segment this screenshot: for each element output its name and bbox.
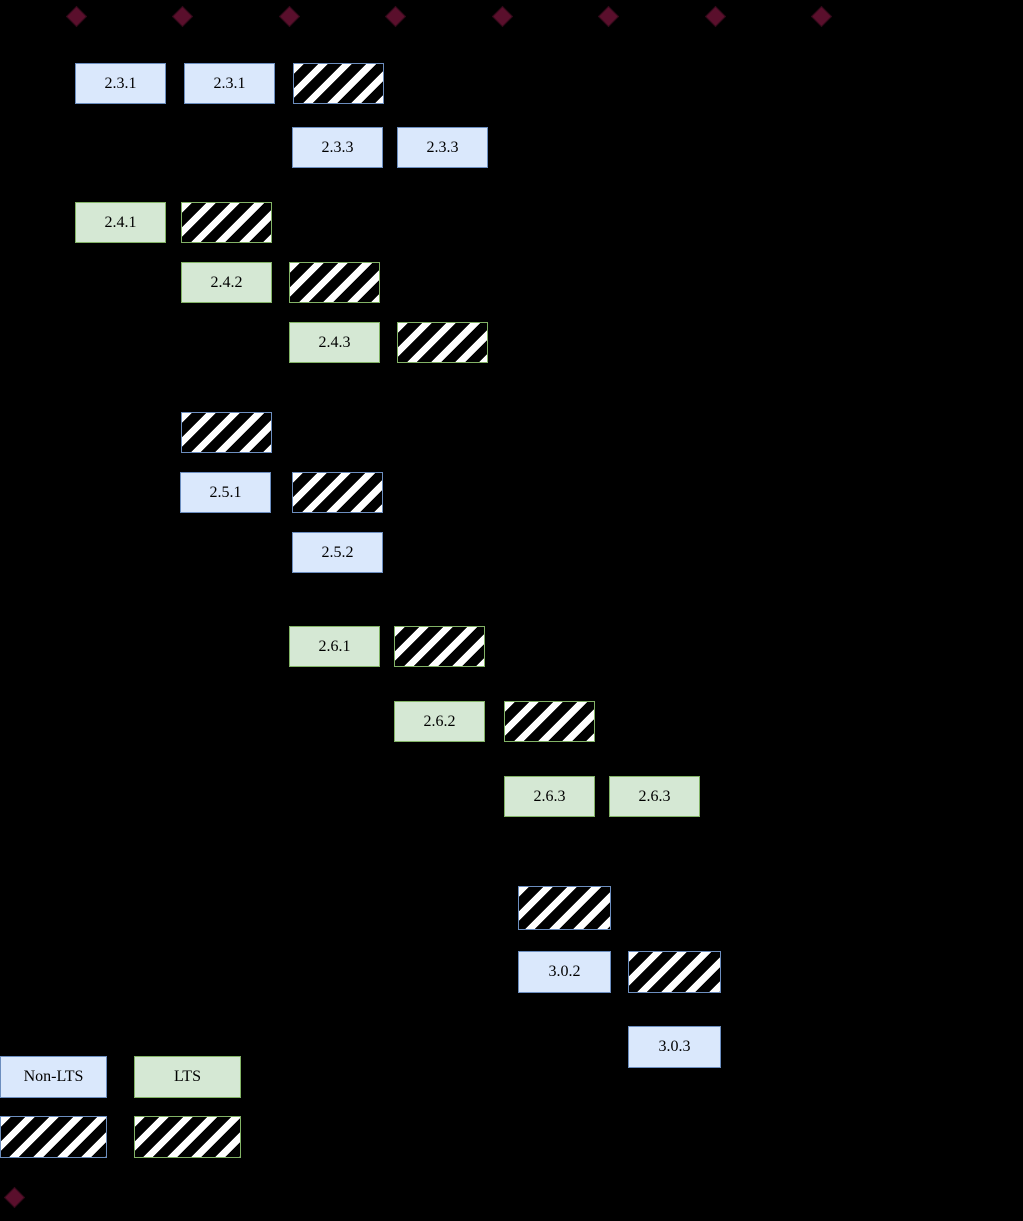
version-bar-3-0-2: 3.0.2 (518, 951, 611, 993)
version-bar-2-3-1: 2.3.1 (184, 63, 275, 104)
version-bar-2-3-3: 2.3.3 (397, 127, 488, 168)
version-label: 2.3.1 (213, 74, 246, 92)
legend-swatch-non-lts-hatched (0, 1116, 107, 1158)
milestone-diamond-icon (491, 5, 513, 27)
milestone-diamond-icon (278, 5, 300, 27)
version-label: 2.5.1 (209, 483, 242, 501)
version-label: 2.6.3 (638, 787, 671, 805)
milestone-diamond-icon (65, 5, 87, 27)
version-bar-unreleased (518, 886, 611, 930)
version-bar-2-6-1: 2.6.1 (289, 626, 380, 667)
version-label: 3.0.2 (548, 963, 581, 980)
version-bar-unreleased (397, 322, 488, 363)
version-label: 2.4.1 (104, 213, 137, 231)
milestone-diamond-icon (597, 5, 619, 27)
version-bar-2-4-3: 2.4.3 (289, 322, 380, 363)
milestone-diamond-icon (384, 5, 406, 27)
version-bar-2-3-3: 2.3.3 (292, 127, 383, 168)
milestone-diamond-icon (171, 5, 193, 27)
milestone-diamond-icon (3, 1186, 25, 1208)
version-label: 2.3.1 (104, 74, 137, 92)
version-label: 2.4.3 (318, 333, 351, 351)
legend-label: Non-LTS (23, 1068, 84, 1085)
version-bar-3-0-3: 3.0.3 (628, 1026, 721, 1068)
version-bar-unreleased (181, 412, 272, 453)
legend-label: LTS (174, 1068, 201, 1085)
version-bar-2-5-1: 2.5.1 (180, 472, 271, 513)
version-bar-unreleased (292, 472, 383, 513)
version-bar-2-6-2: 2.6.2 (394, 701, 485, 742)
version-bar-2-6-3: 2.6.3 (609, 776, 700, 817)
version-label: 2.4.2 (210, 273, 243, 291)
legend-swatch-lts-hatched (134, 1116, 241, 1158)
version-bar-2-5-2: 2.5.2 (292, 532, 383, 573)
milestone-diamond-icon (704, 5, 726, 27)
legend-item-non-lts: Non-LTS (0, 1056, 107, 1098)
milestone-diamond-icon (810, 5, 832, 27)
version-bar-unreleased (628, 951, 721, 993)
version-bar-unreleased (293, 63, 384, 104)
version-label: 2.3.3 (426, 138, 459, 156)
version-bar-unreleased (289, 262, 380, 303)
version-label: 2.6.2 (423, 712, 456, 730)
version-label: 2.5.2 (321, 543, 354, 561)
version-bar-2-4-2: 2.4.2 (181, 262, 272, 303)
version-bar-unreleased (394, 626, 485, 667)
version-bar-2-4-1: 2.4.1 (75, 202, 166, 243)
version-bar-2-6-3: 2.6.3 (504, 776, 595, 817)
version-bar-2-3-1: 2.3.1 (75, 63, 166, 104)
version-label: 2.6.3 (533, 787, 566, 805)
version-label: 2.6.1 (318, 637, 351, 655)
version-bar-unreleased (504, 701, 595, 742)
version-label: 3.0.3 (658, 1038, 691, 1055)
version-label: 2.3.3 (321, 138, 354, 156)
legend-item-lts: LTS (134, 1056, 241, 1098)
version-bar-unreleased (181, 202, 272, 243)
